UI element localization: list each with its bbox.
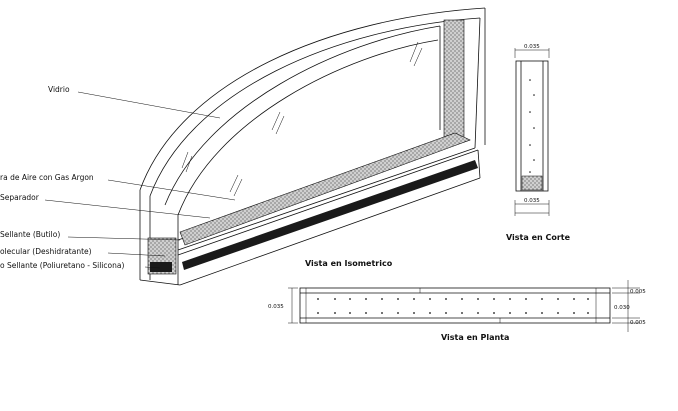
dim-planta-left: 0.035 xyxy=(268,304,284,310)
section-dots xyxy=(529,79,535,173)
glass-reflection xyxy=(185,155,193,173)
right-jamb-inner xyxy=(474,17,481,149)
glass-reflection xyxy=(409,41,419,63)
right-desiccant-strip xyxy=(443,19,465,141)
isometric-window xyxy=(139,7,486,286)
plan-view xyxy=(288,280,640,332)
dim-planta-right-bottom: 0.005 xyxy=(630,320,646,326)
label-sellante-poliuretano: o Sellante (Poliuretano - Silicona) xyxy=(0,261,124,270)
leader-butilo xyxy=(67,236,181,241)
section-desiccant xyxy=(521,175,543,191)
glass-reflection xyxy=(229,174,239,193)
label-separador: Separador xyxy=(0,193,40,202)
title-corte: Vista en Corte xyxy=(506,233,571,242)
glass-reflection xyxy=(233,178,243,197)
leader-tamiz xyxy=(107,252,166,257)
callout-leaders xyxy=(44,91,236,269)
glass-reflection xyxy=(271,111,281,131)
glass-reflection xyxy=(181,151,189,169)
outer-arch-2 xyxy=(149,17,481,197)
title-planta: Vista en Planta xyxy=(441,333,509,342)
inner-arch-2 xyxy=(177,39,439,216)
outer-arch-1 xyxy=(139,7,486,191)
leader-separador xyxy=(44,199,211,219)
corner-sealant xyxy=(150,262,172,272)
dim-corte-mid: 0.035 xyxy=(524,198,540,204)
dim-corte-top: 0.035 xyxy=(524,44,540,50)
dark-sealant-band xyxy=(182,160,478,270)
plan-outer xyxy=(299,287,611,324)
dim-planta-right-mid: 0.030 xyxy=(614,305,630,311)
label-tamiz-molecular: olecular (Deshidratante) xyxy=(0,247,92,256)
inner-arch-1 xyxy=(164,25,441,206)
sill-bottom-edge xyxy=(179,177,481,286)
glass-reflection xyxy=(275,115,285,135)
leader-camara xyxy=(107,179,236,201)
label-camara-aire: ra de Aire con Gas Argon xyxy=(0,173,94,182)
leader-poliuretano xyxy=(144,266,161,269)
sill-top-edge-2 xyxy=(177,147,476,251)
bottom-desiccant-strip xyxy=(179,132,471,246)
sill-line-3 xyxy=(177,149,479,256)
glass-reflection xyxy=(413,47,423,67)
plan-dots-row1 xyxy=(317,298,589,300)
label-sellante-butilo: Sellante (Butilo) xyxy=(0,230,60,239)
sill-right-end xyxy=(477,149,481,179)
dim-planta-right-top: 0.005 xyxy=(630,289,646,295)
title-isometrico: Vista en Isometrico xyxy=(305,259,393,268)
label-vidrio: Vidrio xyxy=(48,85,70,94)
leader-vidrio xyxy=(77,91,221,119)
plan-dots-row2 xyxy=(317,312,589,314)
section-view xyxy=(514,48,550,216)
base-left xyxy=(139,279,181,286)
